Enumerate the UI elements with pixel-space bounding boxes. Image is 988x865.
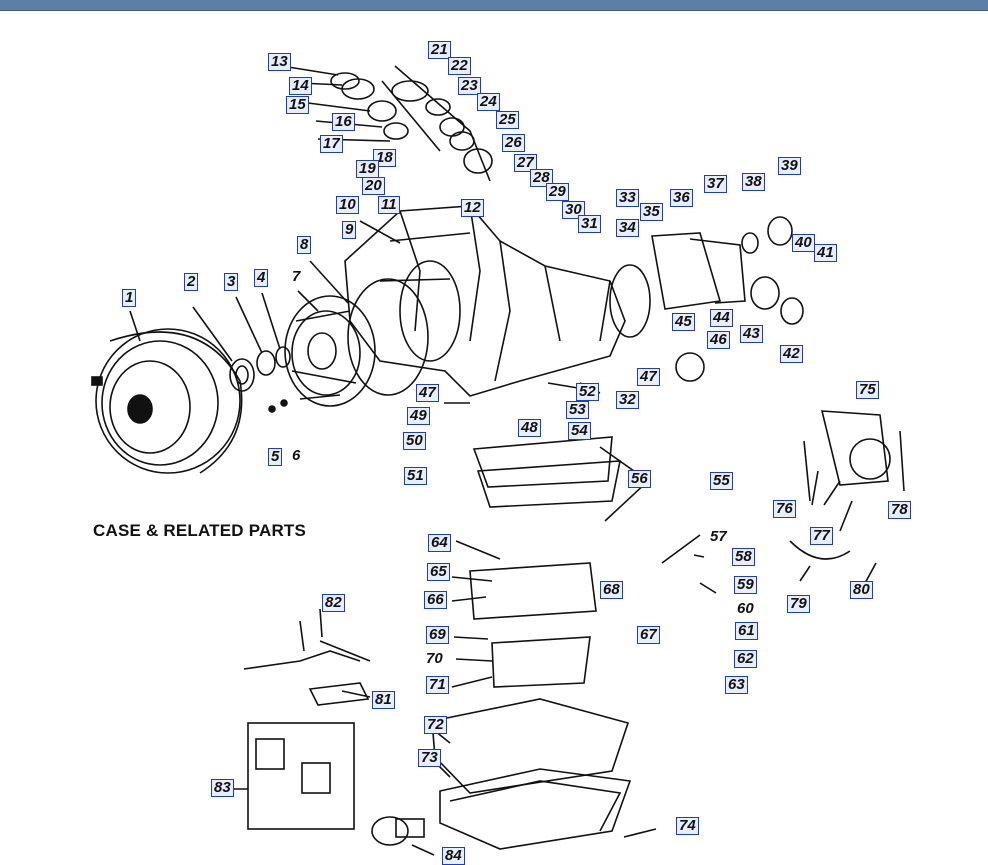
- callout-38: 38: [742, 173, 765, 191]
- parts-line-art: [91, 65, 905, 856]
- callout-79: 79: [787, 595, 810, 613]
- callout-44: 44: [710, 309, 733, 327]
- callout-10: 10: [336, 196, 359, 214]
- callout-68: 68: [600, 581, 623, 599]
- callout-34: 34: [616, 219, 639, 237]
- callout-69: 69: [426, 626, 449, 644]
- callout-64: 64: [428, 534, 451, 552]
- callout-49: 49: [407, 407, 430, 425]
- callout-62: 62: [734, 650, 757, 668]
- callout-47: 47: [416, 384, 439, 402]
- callout-41: 41: [814, 244, 837, 262]
- callout-5: 5: [268, 448, 283, 466]
- callout-37: 37: [704, 175, 727, 193]
- callout-72: 72: [424, 716, 447, 734]
- callout-28: 28: [530, 169, 553, 187]
- callout-50: 50: [403, 432, 426, 450]
- callout-17: 17: [320, 135, 343, 153]
- callout-78: 78: [888, 501, 911, 519]
- extension-housing-drawing: [609, 216, 804, 382]
- clutch-pack-drawing: [330, 65, 493, 182]
- callout-63: 63: [725, 676, 748, 694]
- callout-6: 6: [292, 447, 301, 464]
- callout-56: 56: [628, 470, 651, 488]
- callout-76: 76: [773, 500, 796, 518]
- callout-9: 9: [342, 221, 357, 239]
- callout-24: 24: [477, 93, 500, 111]
- callout-12: 12: [461, 199, 484, 217]
- callout-60: 60: [737, 600, 754, 617]
- callout-1: 1: [122, 289, 137, 307]
- callout-42: 42: [780, 345, 803, 363]
- callout-53: 53: [566, 401, 589, 419]
- callout-7: 7: [292, 268, 301, 285]
- callout-4: 4: [254, 269, 269, 287]
- callout-16: 16: [332, 113, 355, 131]
- window-title-bar: [0, 0, 988, 11]
- callout-47: 47: [637, 368, 660, 386]
- pump-drawing: [284, 295, 376, 407]
- callout-58: 58: [732, 548, 755, 566]
- callout-3: 3: [224, 273, 239, 291]
- callout-52: 52: [576, 383, 599, 401]
- callout-39: 39: [778, 157, 801, 175]
- valve-body-drawing: [469, 436, 621, 688]
- callout-54: 54: [568, 422, 591, 440]
- callout-71: 71: [426, 676, 449, 694]
- oil-pan-drawing: [431, 698, 632, 850]
- callout-27: 27: [514, 154, 537, 172]
- callout-67: 67: [637, 626, 660, 644]
- callout-45: 45: [672, 313, 695, 331]
- torque-converter-drawing: [91, 328, 243, 474]
- callout-40: 40: [792, 234, 815, 252]
- callout-22: 22: [448, 57, 471, 75]
- callout-29: 29: [546, 183, 569, 201]
- callout-43: 43: [740, 325, 763, 343]
- callout-73: 73: [418, 749, 441, 767]
- callout-59: 59: [734, 576, 757, 594]
- callout-48: 48: [518, 419, 541, 437]
- callout-2: 2: [184, 273, 199, 291]
- callout-30: 30: [562, 201, 585, 219]
- callout-61: 61: [735, 622, 758, 640]
- callout-80: 80: [850, 581, 873, 599]
- callout-66: 66: [424, 591, 447, 609]
- transmission-case-drawing: [344, 205, 626, 397]
- callout-77: 77: [810, 527, 833, 545]
- callout-81: 81: [372, 691, 395, 709]
- callout-33: 33: [616, 189, 639, 207]
- callout-35: 35: [640, 203, 663, 221]
- callout-20: 20: [362, 177, 385, 195]
- callout-70: 70: [426, 650, 443, 667]
- callout-83: 83: [211, 779, 234, 797]
- callout-19: 19: [356, 160, 379, 178]
- callout-84: 84: [442, 847, 465, 865]
- callout-32: 32: [616, 391, 639, 409]
- callout-21: 21: [428, 41, 451, 59]
- callout-46: 46: [707, 331, 730, 349]
- diagram-title: CASE & RELATED PARTS: [93, 521, 307, 540]
- callout-82: 82: [322, 594, 345, 612]
- callout-74: 74: [676, 817, 699, 835]
- callout-75: 75: [856, 381, 879, 399]
- pressure-switch-drawing: [789, 410, 905, 560]
- callout-23: 23: [458, 77, 481, 95]
- callout-31: 31: [578, 215, 601, 233]
- callout-25: 25: [496, 111, 519, 129]
- callout-13: 13: [268, 53, 291, 71]
- callout-15: 15: [286, 96, 309, 114]
- solenoid-kit-box: [247, 722, 355, 830]
- callout-36: 36: [670, 189, 693, 207]
- callout-11: 11: [378, 196, 400, 214]
- wiring-harness-drawing: [243, 620, 371, 706]
- callout-65: 65: [427, 563, 450, 581]
- callout-26: 26: [502, 134, 525, 152]
- callout-55: 55: [710, 472, 733, 490]
- callout-8: 8: [297, 236, 312, 254]
- callout-57: 57: [710, 528, 727, 545]
- callout-14: 14: [289, 77, 312, 95]
- callout-51: 51: [404, 467, 427, 485]
